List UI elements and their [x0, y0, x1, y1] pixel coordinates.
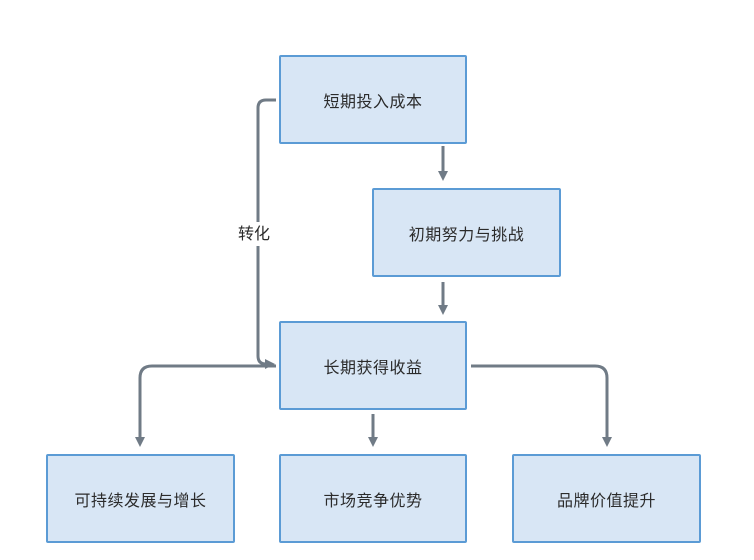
node-market-competitiveness[interactable]: 市场竞争优势 — [279, 454, 467, 543]
node-short-term-cost[interactable]: 短期投入成本 — [279, 55, 467, 144]
node-initial-effort[interactable]: 初期努力与挑战 — [372, 188, 561, 277]
node-long-term-gain[interactable]: 长期获得收益 — [279, 321, 467, 410]
arrow-gain-to-brand — [471, 364, 612, 447]
transform-edge-label: 转化 — [238, 222, 271, 246]
arrow-gain-to-growth — [135, 364, 276, 447]
node-brand-value[interactable]: 品牌价值提升 — [512, 454, 701, 543]
node-sustainable-growth[interactable]: 可持续发展与增长 — [46, 454, 235, 543]
